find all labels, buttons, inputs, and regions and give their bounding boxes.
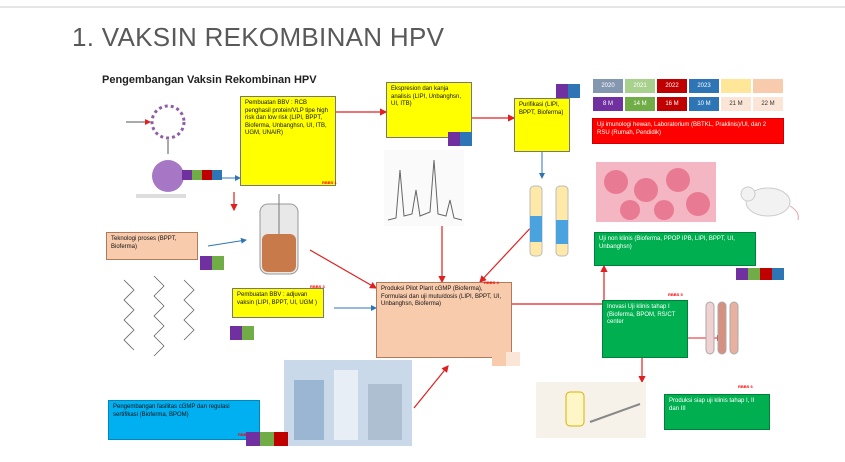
timeline-month-cell: 22 M <box>752 96 784 112</box>
timeline-month-cell: 14 M <box>624 96 656 112</box>
marker-square <box>760 268 772 280</box>
tag-label: RBBS 6 <box>738 384 753 389</box>
timeline-month-cell: 16 M <box>656 96 688 112</box>
vaccine-photo <box>536 382 646 438</box>
lab-mouse-photo <box>740 186 799 221</box>
timeline-year-cell: 2020 <box>592 78 624 94</box>
marker-square <box>568 84 580 98</box>
purification-column-icon <box>529 185 569 257</box>
timeline-year-cell <box>752 78 784 94</box>
timeline-year-cell <box>720 78 752 94</box>
marker-square <box>506 352 520 366</box>
box-pilot-plant: Produksi Pilot Plant cGMP (Bioferma), Fo… <box>376 282 512 358</box>
marker-square <box>772 268 784 280</box>
marker-square <box>242 326 254 340</box>
marker-square <box>212 170 222 180</box>
box-clinical-production: Produksi siap uji klinis tahap I, II dan… <box>664 394 770 430</box>
chromatogram-icon <box>384 150 464 226</box>
test-tubes-photo <box>705 301 739 355</box>
box-process-technology: Teknologi proses (BPPT, Bioferma) <box>106 232 198 260</box>
slide-diagram: Pengembangan Vaksin Rekombinan HPV <box>96 70 822 456</box>
timeline-month-cell: 21 M <box>720 96 752 112</box>
marker-square <box>556 84 568 98</box>
timeline-year-cell: 2021 <box>624 78 656 94</box>
box-nonclinical-test: Uji non klinis (Bioferma, PPOP IPB, LIPI… <box>594 232 756 266</box>
marker-square <box>448 132 460 146</box>
marker-square <box>246 432 260 446</box>
marker-square <box>212 256 224 270</box>
marker-square <box>260 432 274 446</box>
marker-square <box>192 170 202 180</box>
timeline-year-cell: 2022 <box>656 78 688 94</box>
virus-like-particle-icon <box>126 104 186 198</box>
bioreactor-photo <box>259 194 299 275</box>
flow-arrows <box>190 108 723 409</box>
cell-culture-photo <box>596 162 716 222</box>
timeline-months: 8 M 14 M 16 M 10 M 21 M 22 M <box>592 96 784 112</box>
marker-square <box>274 432 288 446</box>
tag-label: RBBS 5 <box>668 292 683 297</box>
box-purification: Purifikasi (LIPI, BPPT, Bioferma) <box>514 98 570 152</box>
tag-label: RBBS 1 <box>322 180 337 185</box>
bioreactor-icon <box>259 194 299 275</box>
vaccine-syringe-icon <box>536 382 646 438</box>
top-divider <box>0 6 845 8</box>
marker-square <box>200 256 212 270</box>
molecule-structure <box>123 275 195 357</box>
timeline-month-cell: 8 M <box>592 96 624 112</box>
marker-square <box>202 170 212 180</box>
tag-label: RBBS 4 <box>484 280 499 285</box>
test-tube-icon <box>705 301 739 355</box>
chromatogram <box>384 150 464 226</box>
lab-mouse-icon <box>740 186 799 221</box>
marker-square <box>748 268 760 280</box>
tag-label: RBBS 7 <box>238 432 253 437</box>
timeline-month-cell: 10 M <box>688 96 720 112</box>
marker-square <box>182 170 192 180</box>
molecule-structure-icon <box>123 275 195 357</box>
marker-square <box>230 326 242 340</box>
box-expression: Ekspresion dan kanja analisis (LIPI, Unb… <box>386 82 472 138</box>
box-clinical-innovation: Inovasi Uji klinis tahap I (Bioferma, BP… <box>602 300 688 358</box>
timeline-year-cell: 2023 <box>688 78 720 94</box>
immunology-banner: Uji imunologi hewan, Laboratorium (BBTKL… <box>592 118 784 144</box>
marker-square <box>492 352 506 366</box>
purification-columns <box>529 185 569 257</box>
box-cgmp-facility: Pengembangan fasilitas cGMP dan regulasi… <box>108 400 260 440</box>
tag-label: RBBS 3 <box>310 284 325 289</box>
timeline-years: 2020 2021 2022 2023 <box>592 78 784 94</box>
box-rcb-production: Pembuatan BBV : RCB penghasil protein/VL… <box>240 96 336 186</box>
marker-square <box>736 268 748 280</box>
page-title: 1. VAKSIN REKOMBINAN HPV <box>72 22 445 52</box>
diagram-subtitle: Pengembangan Vaksin Rekombinan HPV <box>102 74 317 86</box>
cell-culture-icon <box>596 162 716 222</box>
cleanroom-facility-icon <box>284 360 412 446</box>
box-adjuvant: Pembuatan BBV : adjuvan vaksin (LIPI, BP… <box>232 288 324 318</box>
facility-photo <box>284 360 412 446</box>
marker-square <box>460 132 472 146</box>
vlp-illustration <box>126 104 186 198</box>
